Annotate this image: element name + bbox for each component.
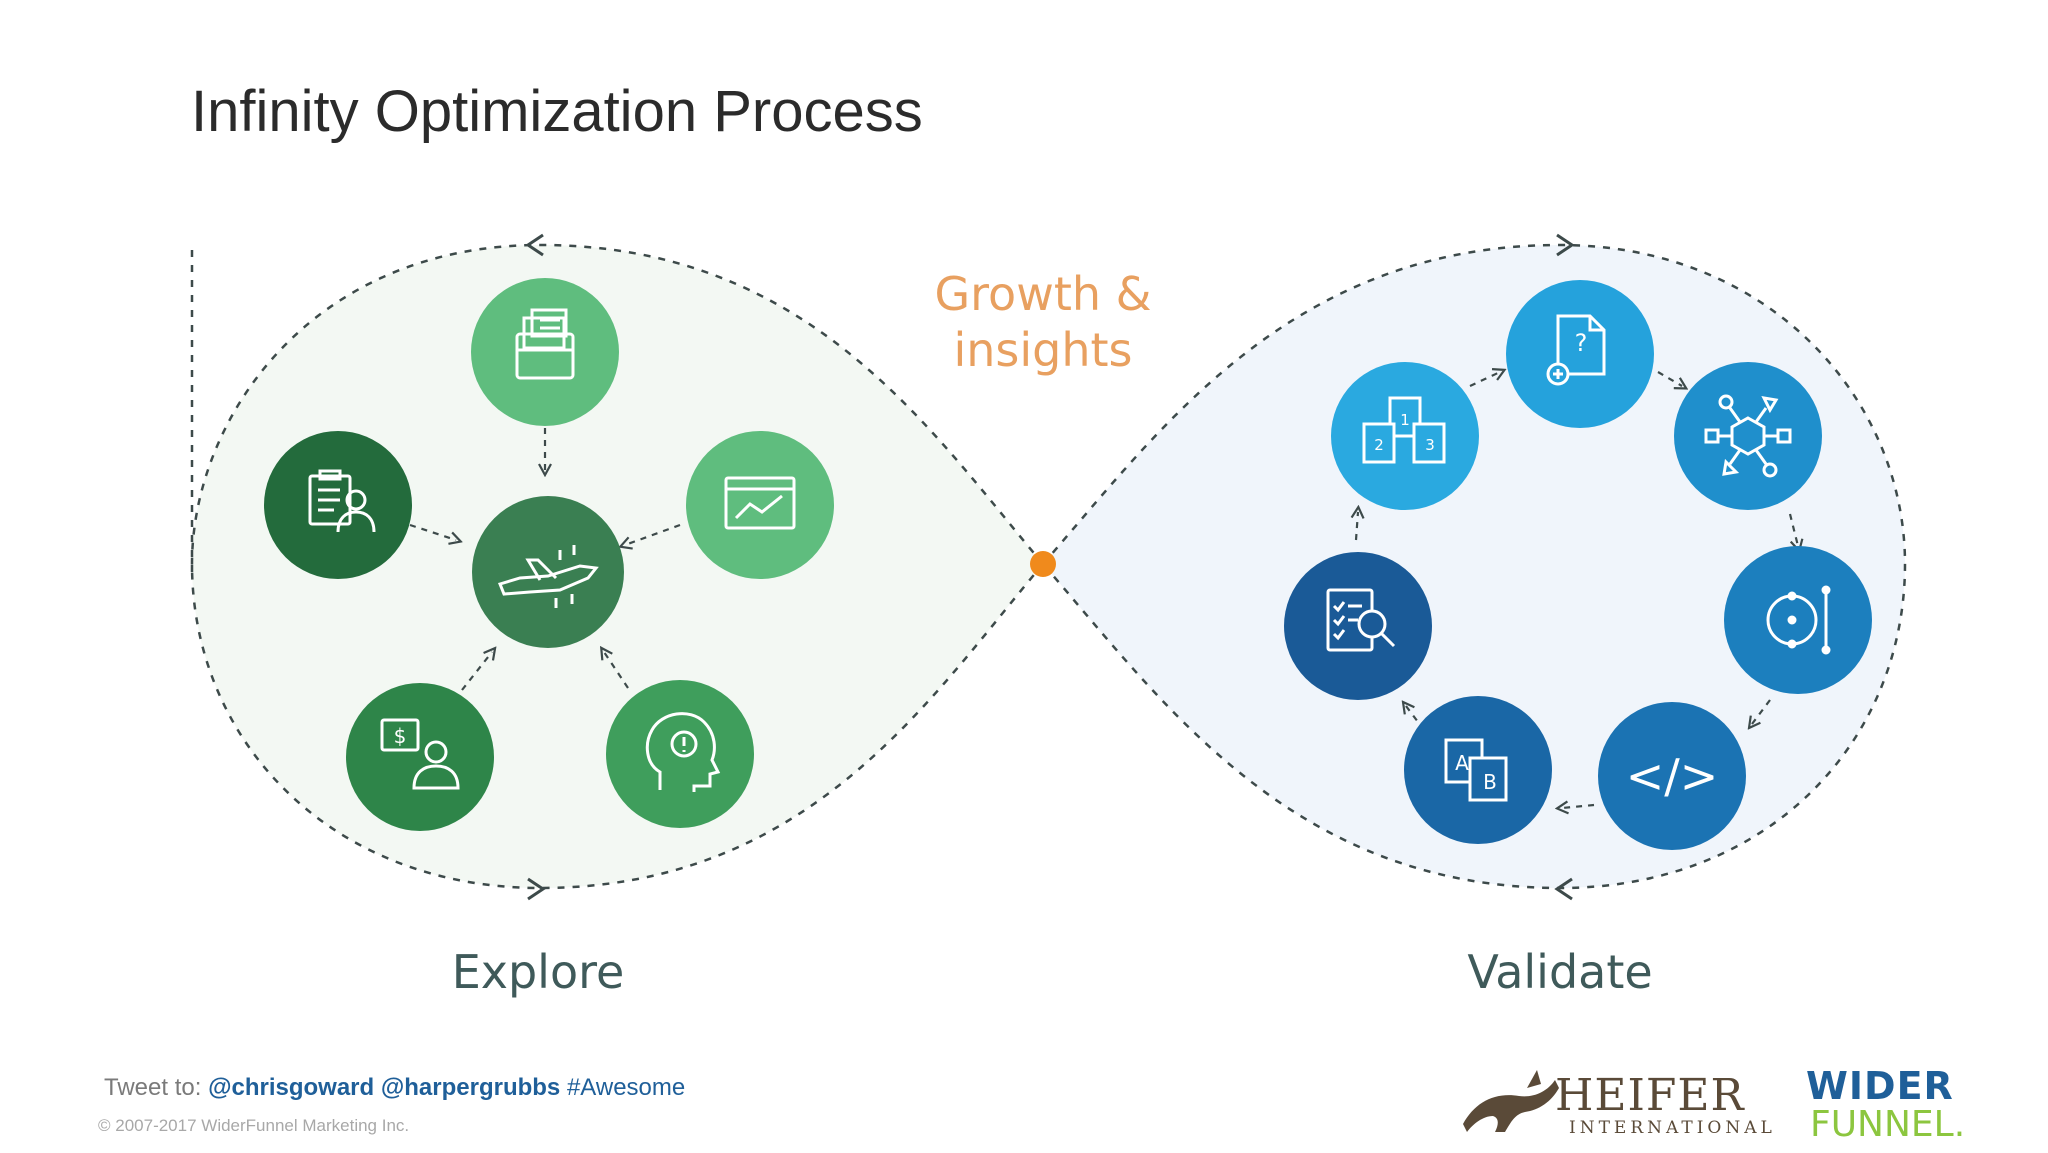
page-number-3: 3 <box>1425 436 1435 454</box>
vector-circle-icon <box>1766 585 1831 655</box>
validate-node-code[interactable]: </> <box>1598 702 1746 850</box>
validate-connector-7 <box>1356 512 1358 541</box>
head-exclamation-icon <box>645 712 721 792</box>
page-number-2: 2 <box>1374 436 1384 454</box>
clipboard-person-icon <box>308 469 376 533</box>
customer-money-icon: $ <box>380 718 460 790</box>
explore-node-clipboard-person[interactable] <box>264 431 412 579</box>
validate-connector-2 <box>1657 371 1682 386</box>
numbered-pages-icon: 1 2 3 <box>1362 396 1446 464</box>
airplane-icon <box>497 545 599 608</box>
growth-label-line2: insights <box>953 323 1132 377</box>
ab-label-a: A <box>1455 751 1469 775</box>
checklist-search-icon <box>1326 588 1396 652</box>
hashtag-awesome[interactable]: #Awesome <box>566 1074 686 1101</box>
ab-label-b: B <box>1483 770 1497 794</box>
explore-label: Explore <box>452 945 625 999</box>
code-symbol: </> <box>1626 749 1719 803</box>
validate-node-network[interactable] <box>1674 362 1822 510</box>
explore-node-center[interactable] <box>472 496 624 648</box>
loop-arrow-top-right <box>1556 233 1575 257</box>
tweet-line: Tweet to: @chrisgoward @harpergrubbs #Aw… <box>104 1074 685 1102</box>
validate-node-document-question[interactable]: ? <box>1506 280 1654 428</box>
window-chart-icon <box>724 476 796 530</box>
validate-node-numbered-pages[interactable]: 1 2 3 <box>1331 362 1479 510</box>
question-mark: ? <box>1575 329 1588 357</box>
wider-wordmark: WIDER <box>1806 1064 1954 1108</box>
ab-test-icon: A B <box>1444 738 1508 802</box>
explore-connector-left <box>409 523 456 540</box>
center-dot <box>1030 551 1056 577</box>
heifer-logo: HEIFER INTERNATIONAL <box>1455 1062 1772 1142</box>
page-number-1: 1 <box>1400 411 1410 429</box>
handle-harpergrubbs[interactable]: @harpergrubbs <box>380 1074 561 1101</box>
explore-connector-right <box>625 523 681 545</box>
validate-connector-1 <box>1469 372 1500 387</box>
validate-node-ab-test[interactable]: A B <box>1404 696 1552 844</box>
explore-connector-bottom-right <box>604 652 629 689</box>
validate-node-checklist-search[interactable] <box>1284 552 1432 700</box>
copyright-notice: © 2007-2017 WiderFunnel Marketing Inc. <box>98 1116 410 1135</box>
heifer-international: INTERNATIONAL <box>1569 1118 1776 1138</box>
explore-node-window-chart[interactable] <box>686 431 834 579</box>
explore-connector-bottom-left <box>461 652 492 691</box>
validate-node-vector-circle[interactable] <box>1724 546 1872 694</box>
infinity-diagram: Growth & insights <box>190 233 1907 999</box>
widerfunnel-logo: WIDER FUNNEL. <box>1806 1064 1996 1145</box>
network-nodes-icon <box>1704 394 1792 478</box>
validate-connector-3 <box>1788 513 1798 546</box>
validate-connector-4 <box>1752 699 1771 724</box>
code-icon: </> <box>1626 749 1719 803</box>
svg-text:$: $ <box>394 724 407 748</box>
tweet-prefix: Tweet to: <box>104 1074 202 1101</box>
growth-label-line1: Growth & <box>935 267 1152 321</box>
validate-label: Validate <box>1467 945 1652 999</box>
explore-node-head-exclamation[interactable] <box>606 680 754 828</box>
document-question-icon: ? <box>1546 314 1606 386</box>
heifer-cow-icon <box>1463 1070 1559 1132</box>
explore-node-documents[interactable] <box>471 278 619 426</box>
validate-connector-5 <box>1562 805 1595 808</box>
handle-chrisgoward[interactable]: @chrisgoward <box>208 1074 375 1101</box>
explore-node-customer-money[interactable]: $ <box>346 683 494 831</box>
loop-arrow-top-left <box>525 233 544 257</box>
loop-arrow-bottom-right <box>1554 877 1573 901</box>
funnel-wordmark: FUNNEL. <box>1810 1104 1966 1145</box>
slide-title: Infinity Optimization Process <box>191 79 923 144</box>
loop-arrow-bottom-left <box>527 877 546 901</box>
documents-folder-icon <box>515 308 575 380</box>
heifer-wordmark: HEIFER <box>1555 1070 1745 1121</box>
